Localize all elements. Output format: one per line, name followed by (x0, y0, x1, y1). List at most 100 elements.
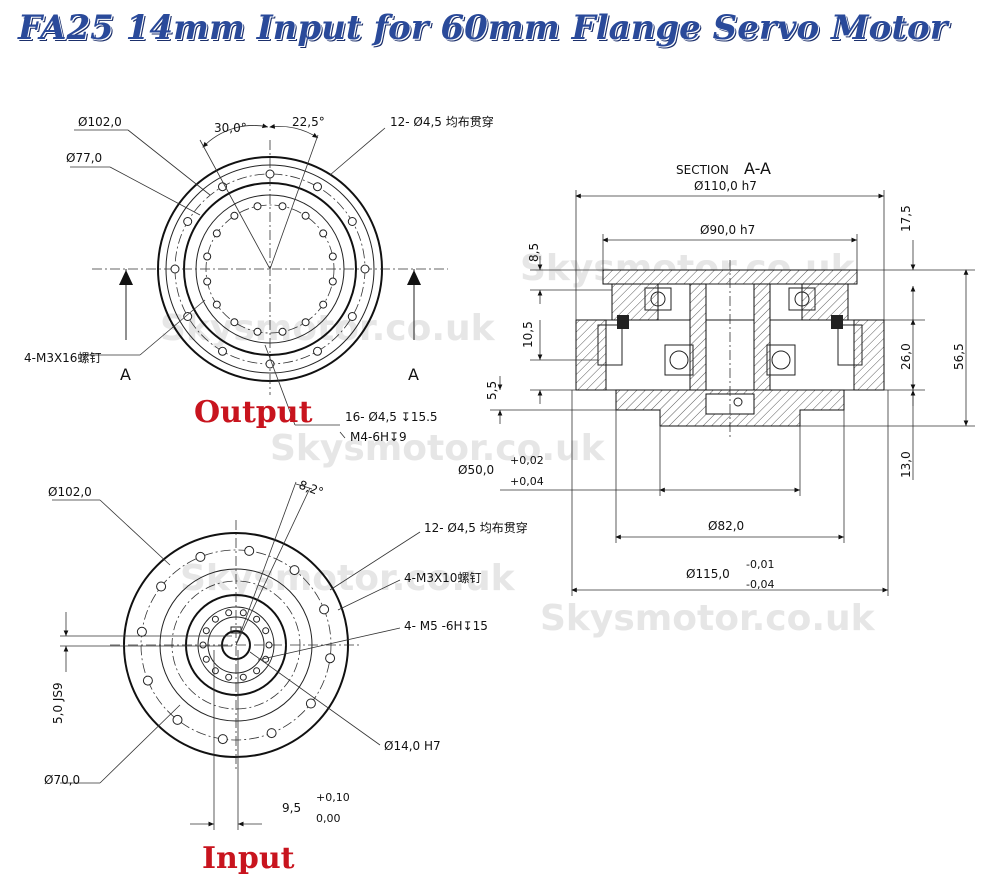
dim-d50-tol-up: +0,02 (510, 454, 544, 467)
bearing-ball-left (650, 291, 666, 307)
input-outer-hole (266, 728, 277, 739)
output-outer-hole (360, 264, 370, 274)
dim-h130: 13,0 (899, 451, 913, 478)
output-inner-hole (278, 202, 287, 211)
input-outer-hole (217, 734, 228, 745)
right-bearing-seat (801, 283, 849, 321)
dim-d90: Ø90,0 h7 (700, 223, 755, 237)
output-inner-hole (253, 202, 262, 211)
output-inner-hole (230, 211, 239, 220)
bearing-ball (253, 667, 261, 675)
angle-82-ray2 (235, 481, 297, 646)
output-inner-hole (212, 300, 221, 309)
dim-holes12-input: 12- Ø4,5 均布贯穿 (424, 520, 528, 535)
bearing-right-bottom (766, 344, 796, 376)
dim-m5: 4- M5 -6H↧15 (404, 619, 488, 633)
dim-angle-30: 30,0° (214, 121, 247, 135)
output-inner-hole (319, 300, 328, 309)
dim-d50: Ø50,0 (458, 463, 494, 477)
housing-left-wall (575, 319, 607, 391)
input-outer-hole (156, 581, 167, 592)
output-view: A A Ø102,0 Ø77,0 30,0° 22,5° 12- Ø4,5 均布… (24, 114, 494, 444)
crossroller-left (597, 324, 623, 366)
angle-22-arc (269, 123, 319, 139)
bearing-ball (239, 609, 247, 617)
leader-d70 (99, 704, 181, 784)
input-outer-hole (172, 714, 183, 725)
leader-d77 (109, 166, 201, 216)
watermark-4: Skysmotor.co.uk (540, 598, 876, 639)
bearing-ball (225, 609, 233, 617)
dim-h260: 26,0 (899, 343, 913, 370)
section-arrow-right-icon (407, 270, 421, 285)
output-outer-hole (313, 182, 322, 192)
input-view: Ø102,0 8,2° 12- Ø4,5 均布贯穿 4-M3X10螺钉 4- M… (44, 478, 528, 876)
seal-right (831, 315, 843, 329)
dim-d77: Ø77,0 (66, 151, 102, 165)
output-inner-hole (253, 327, 262, 336)
dim-h85: 8,5 (527, 243, 541, 262)
dim-w95-tol-up: +0,10 (316, 791, 350, 804)
bearing-ball (199, 641, 207, 649)
input-outer-hole (319, 604, 330, 615)
dim-d14: Ø14,0 H7 (384, 739, 441, 753)
dim-holes12-output: 12- Ø4,5 均布贯穿 (390, 114, 494, 129)
dim-d115: Ø115,0 (686, 567, 730, 581)
dim-d102-output: Ø102,0 (78, 115, 122, 129)
dim-w95: 9,5 (282, 801, 301, 815)
section-body (575, 260, 885, 440)
dim-d50-tol-dn: +0,04 (510, 475, 544, 488)
bearing-left-top (644, 287, 672, 311)
output-inner-hole (319, 229, 328, 238)
input-outer-hole (325, 653, 336, 664)
dim-d115-tol-dn: -0,04 (746, 578, 774, 591)
output-inner-hole (301, 318, 310, 327)
bearing-ball (211, 615, 219, 623)
leader-16holes (264, 344, 296, 426)
output-inner-hole (328, 252, 337, 261)
output-outer-hole (265, 169, 275, 179)
housing-right-wall (853, 319, 885, 391)
output-label: Output (194, 395, 313, 430)
output-outer-hole (347, 217, 357, 226)
left-bearing-seat (611, 283, 659, 321)
output-inner-hole (301, 211, 310, 220)
output-outer-hole (170, 264, 180, 274)
bearing-ball (202, 627, 210, 635)
counterbore-icon (339, 431, 346, 439)
leader-d102-top (127, 129, 211, 196)
leader-screws-input (337, 579, 401, 611)
dim-holes16-thread: M4-6H↧9 (350, 430, 407, 444)
watermark-2: Skysmotor.co.uk (270, 428, 606, 469)
output-outer-hole (347, 312, 357, 321)
input-label: Input (202, 841, 295, 876)
dim-h105: 10,5 (521, 321, 535, 348)
angle-82-ray (235, 487, 311, 646)
section-label-left: A (120, 365, 131, 384)
output-inner-hole (328, 277, 337, 286)
angle-30-arc (202, 123, 269, 148)
output-outer-hole (265, 359, 275, 369)
section-view: SECTION A-A (458, 159, 975, 596)
crossroller-right (837, 324, 863, 366)
output-inner-hole (203, 277, 212, 286)
leader-d14 (249, 651, 381, 746)
input-outer-hole (289, 565, 300, 576)
bearing-ball (211, 667, 219, 675)
dim-key-width: 5,0 JS9 (51, 682, 65, 724)
dim-h565: 56,5 (952, 343, 966, 370)
section-arrow-left-icon (119, 270, 133, 285)
dim-w95-tol-dn: 0,00 (316, 812, 341, 825)
section-label-right: A (408, 365, 419, 384)
output-inner-holes (203, 202, 337, 336)
dim-d102-input: Ø102,0 (48, 485, 92, 499)
clamp-screw (733, 397, 743, 407)
section-name: A-A (744, 159, 771, 178)
dim-angle-82: 8,2° (297, 478, 325, 500)
output-inner-hole (230, 318, 239, 327)
bearing-ball (265, 641, 273, 649)
shaft-left-wall (689, 283, 707, 395)
seal-left (617, 315, 629, 329)
dim-h175: 17,5 (899, 205, 913, 232)
shaft-right-wall (753, 283, 771, 395)
